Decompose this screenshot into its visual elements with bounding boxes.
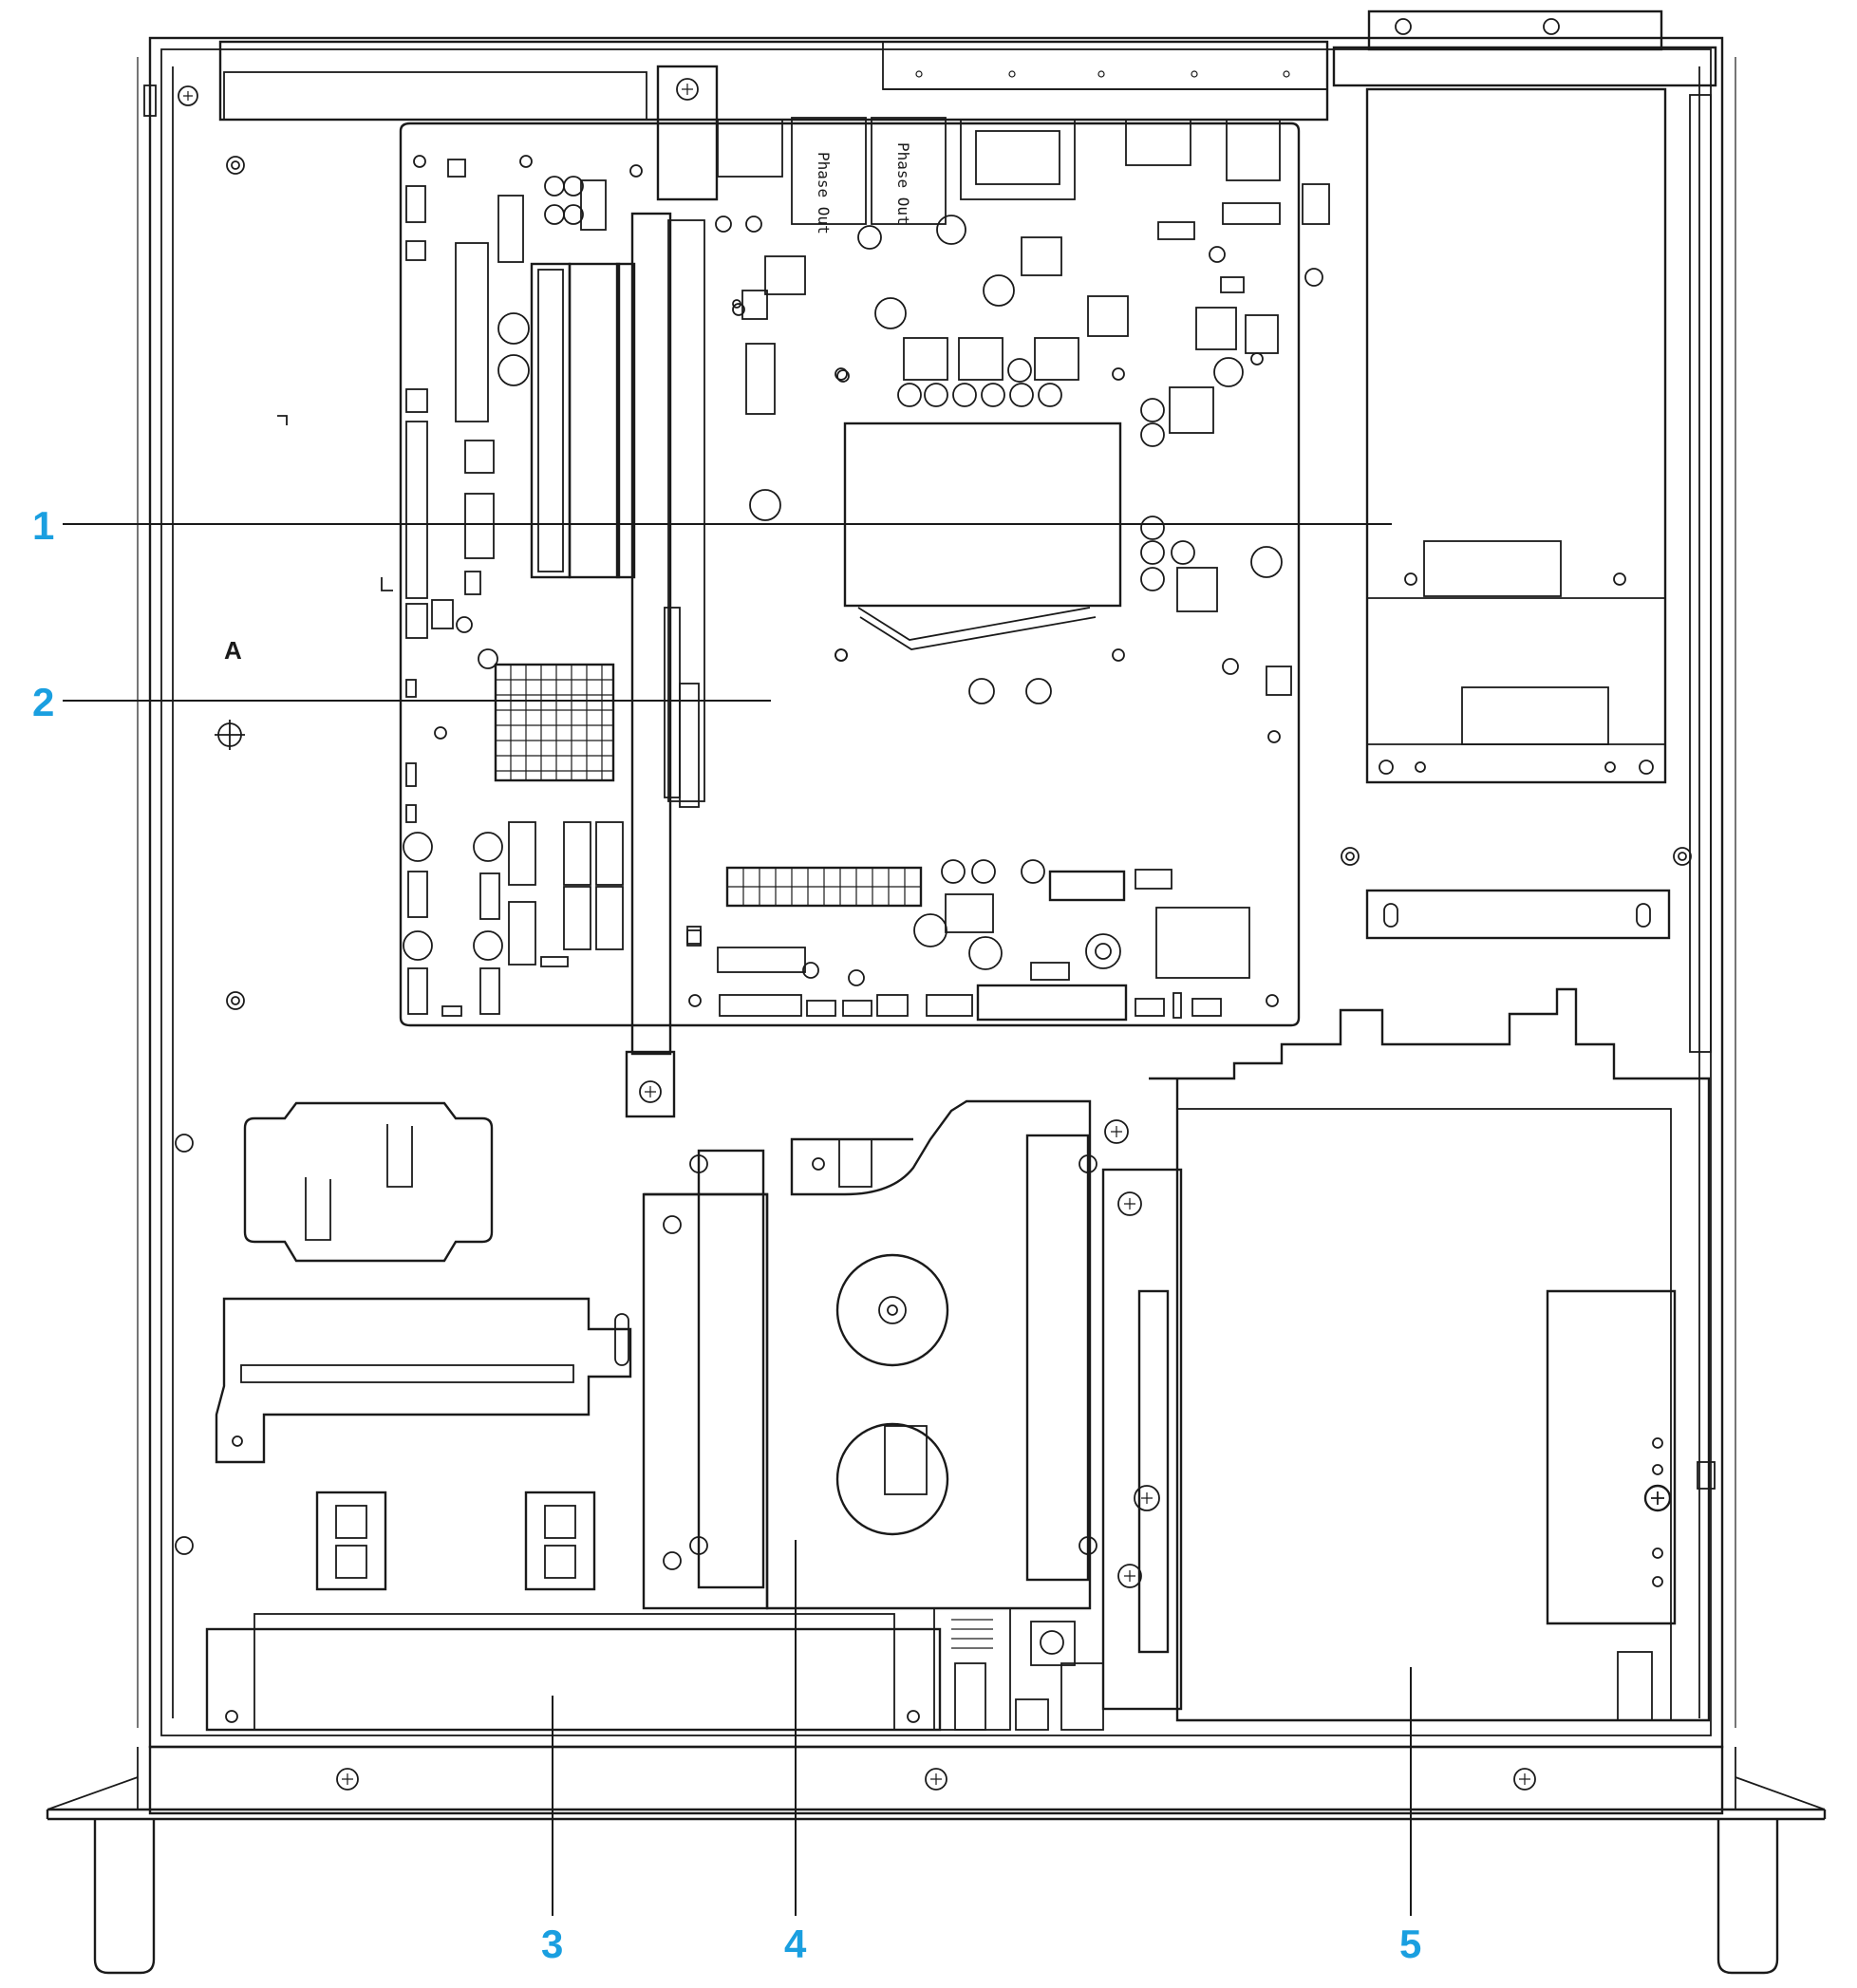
leader-lines — [63, 523, 1412, 1916]
corner-mark — [381, 577, 393, 591]
motherboard: Phase Out Phase Out — [399, 117, 1301, 1027]
slot-letter: A — [224, 636, 242, 665]
chassis-frame — [137, 36, 1736, 1749]
port-label-a: Phase Out — [815, 152, 833, 234]
corner-mark — [277, 415, 288, 425]
callout-4: 4 — [784, 1922, 807, 1966]
callout-2: 2 — [32, 680, 54, 724]
callout-3: 3 — [541, 1922, 563, 1966]
atx-pins — [727, 868, 921, 906]
heatsink-grid — [496, 665, 613, 780]
bezel-screw — [1513, 1768, 1536, 1791]
front-panel-bay — [205, 1607, 1104, 1732]
port-label-b: Phase Out — [894, 142, 912, 225]
rear-panel — [143, 9, 1717, 122]
floor-screws — [215, 156, 1692, 1010]
callout-1: 1 — [32, 503, 54, 548]
bezel-screw — [336, 1768, 359, 1791]
callout-labels: 1 2 3 4 5 — [32, 503, 1421, 1966]
front-bezel — [46, 1745, 1827, 1975]
bezel-screw — [925, 1768, 947, 1791]
left-module — [175, 1101, 632, 1591]
callout-5: 5 — [1399, 1922, 1421, 1966]
rail-bracket — [1365, 889, 1671, 940]
power-supply — [1302, 87, 1712, 1053]
riser-bracket — [625, 65, 719, 1118]
drive-cage — [642, 1099, 1129, 1610]
optical-drive-bay — [1101, 987, 1716, 1722]
